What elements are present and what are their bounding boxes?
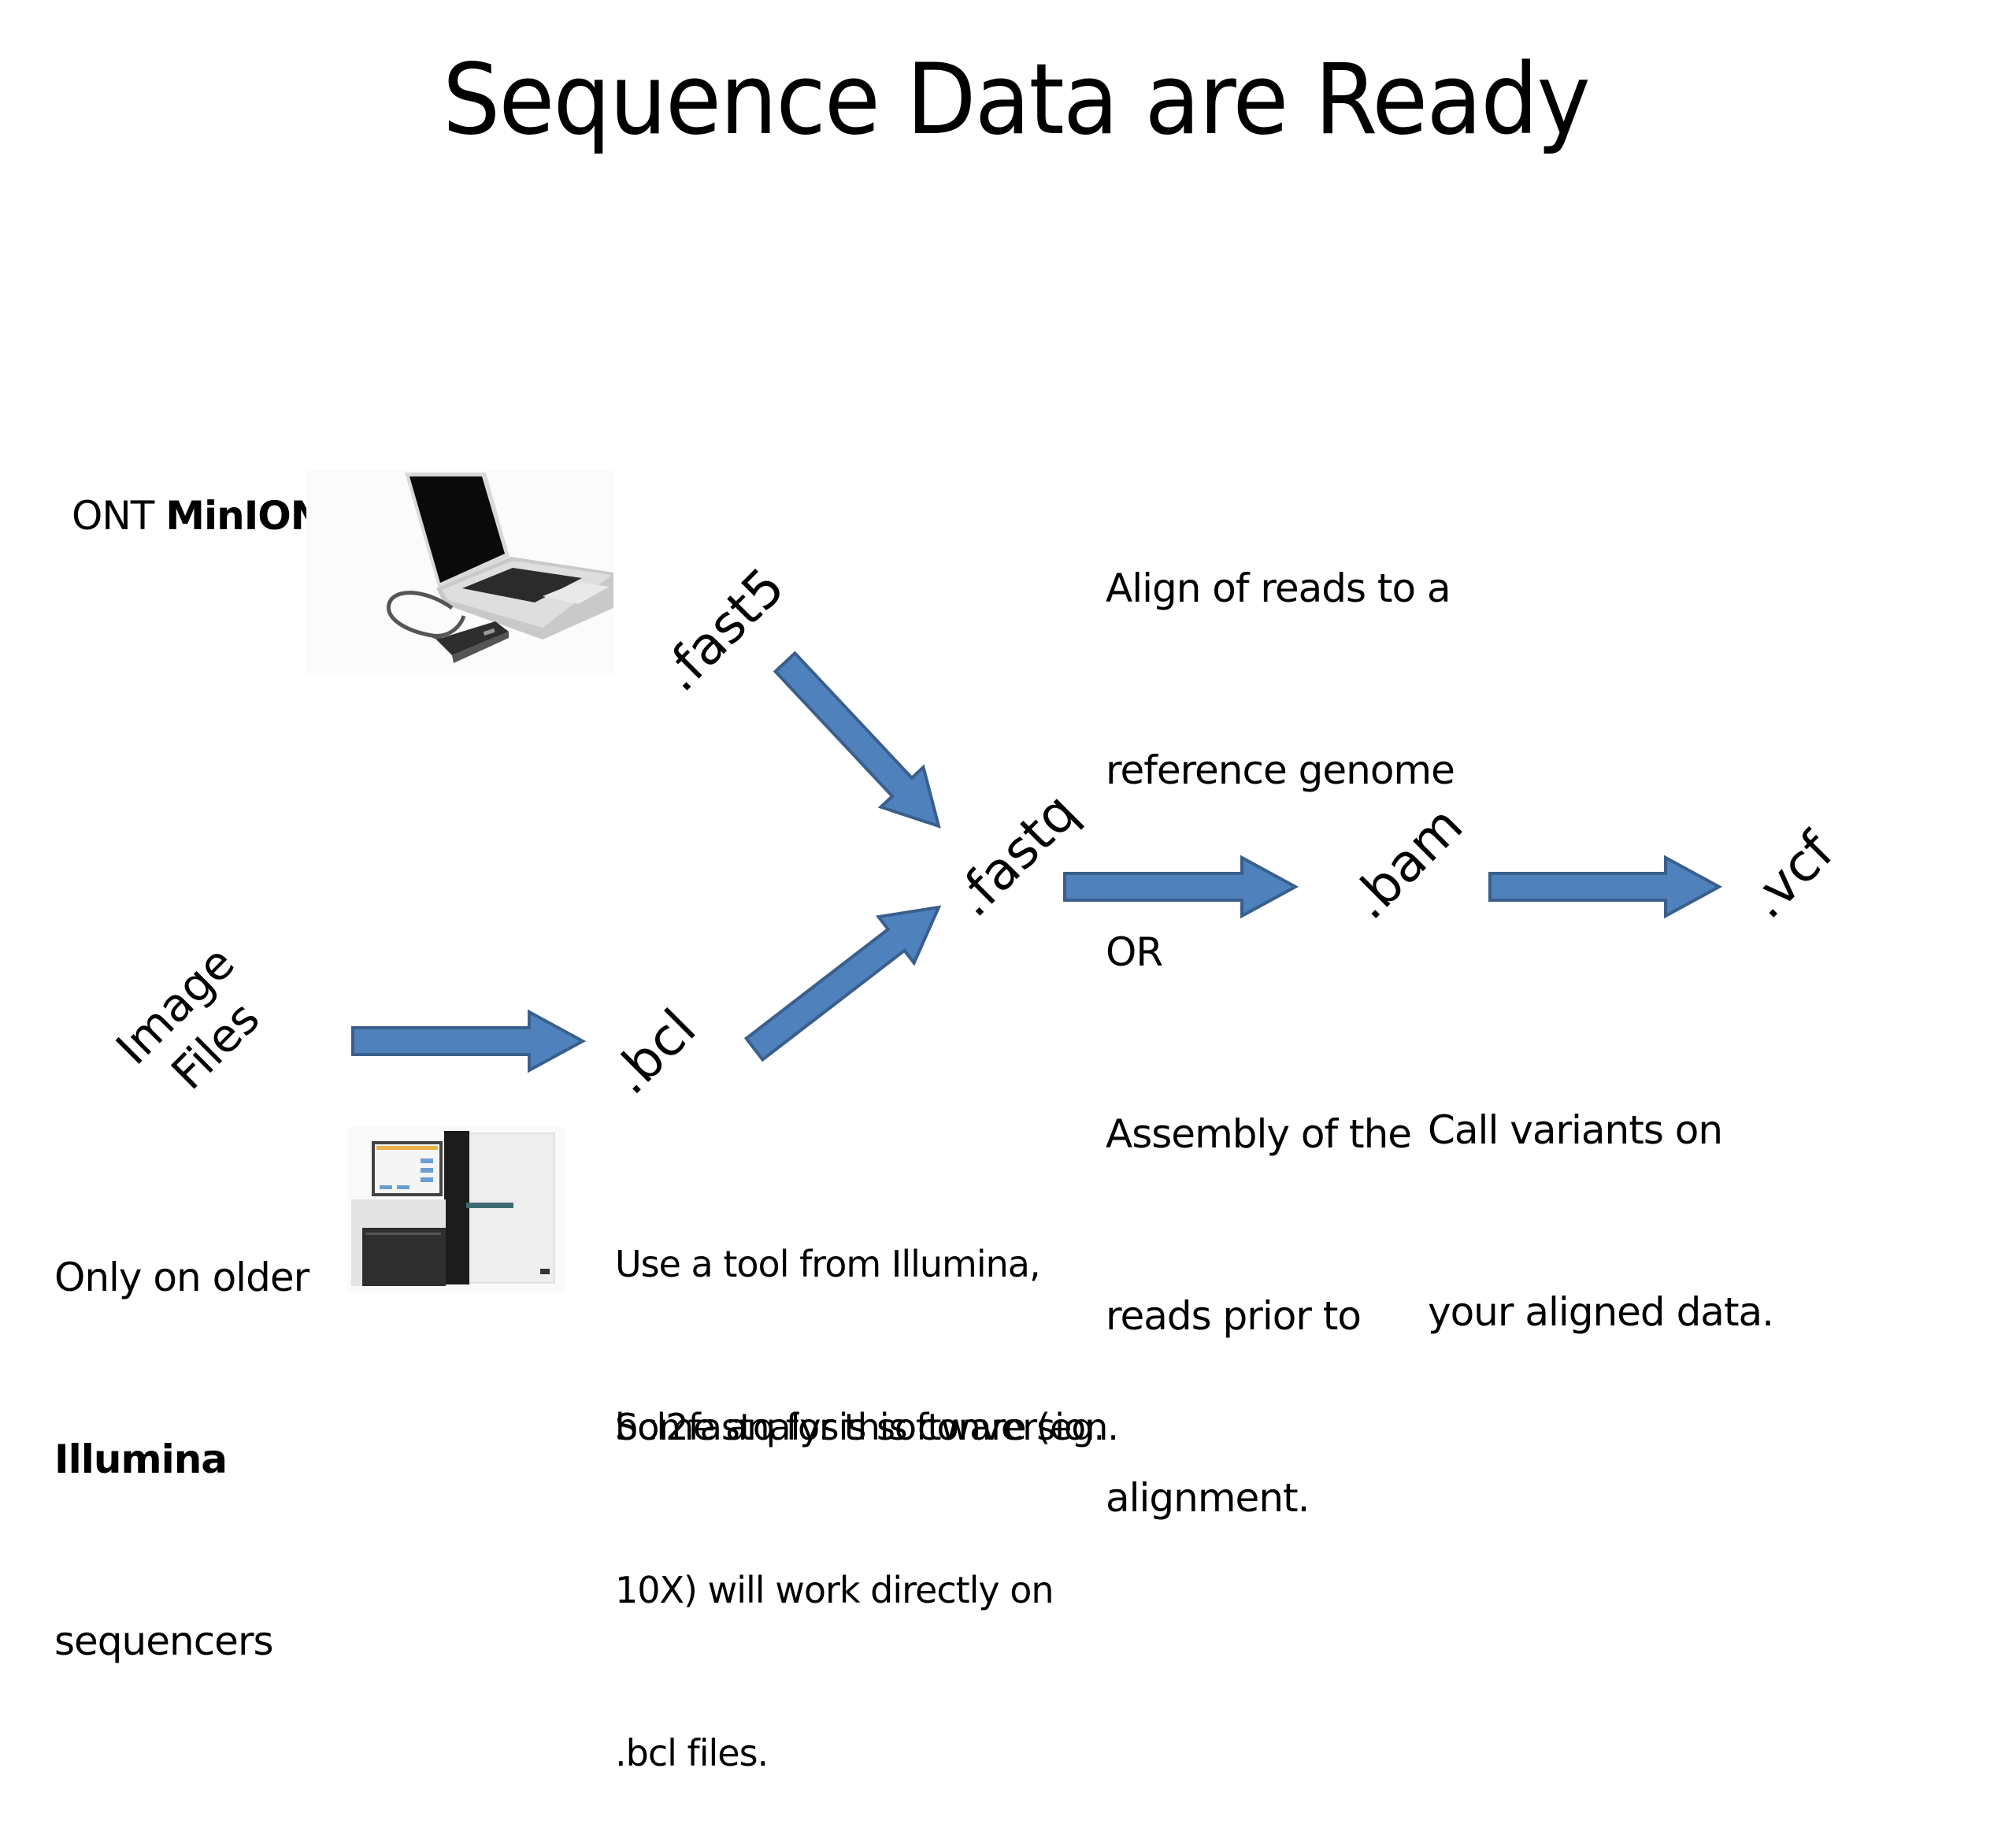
arrow-bcl-to-fastq (743, 905, 942, 1062)
minion-name: MinION (165, 493, 323, 539)
bcl-conversion-note: Use a tool from Illumina, bcl2fastq for … (615, 1129, 1119, 1509)
bcl-direct-line: .bcl files. (615, 1732, 769, 1774)
bcl-direct-line: 10X) will work directly on (615, 1569, 1054, 1611)
minion-label: ONT MinION (72, 486, 324, 547)
arrow-bam-to-vcf (1488, 854, 1723, 919)
variant-note-line: Call variants on (1428, 1107, 1723, 1153)
variant-calling-note: Call variants on your aligned data. (1428, 979, 1774, 1403)
variant-note-line: your aligned data. (1428, 1289, 1774, 1335)
alignment-note-line: alignment. (1106, 1475, 1310, 1521)
bcl-note-line: bcl2fastq for this conversion. (615, 1406, 1119, 1448)
illumina-sequencer-image (348, 1127, 565, 1292)
bcl-note-line: Use a tool from Illumina, (615, 1243, 1041, 1285)
alignment-note-line: Align of reads to a (1106, 565, 1451, 611)
alignment-note-line: reference genome (1106, 747, 1455, 793)
alignment-note-line: Assembly of the (1106, 1111, 1412, 1157)
slide-title: Sequence Data are Ready (443, 43, 1591, 157)
illumina-label: Only on older Illumina sequencers (54, 1126, 309, 1733)
sequencer-icon (348, 1127, 565, 1292)
illumina-line: sequencers (54, 1618, 274, 1664)
bcl-direct-note: Some analysis software (eg. 10X) will wo… (615, 1292, 1105, 1835)
arrow-fastq-to-bam (1063, 854, 1299, 919)
minion-laptop-image (306, 470, 613, 675)
illumina-name: Illumina (54, 1436, 228, 1482)
illumina-line: Only on older (54, 1255, 309, 1300)
arrow-fast5-to-fastq (773, 651, 941, 829)
flow-arrows (351, 651, 1723, 1073)
bcl-direct-line: Some analysis software (eg. (615, 1406, 1105, 1448)
alignment-note-line: OR (1106, 929, 1163, 975)
alignment-note: Align of reads to a reference genome OR … (1106, 437, 1455, 1589)
laptop-icon (306, 470, 613, 675)
minion-prefix: ONT (72, 493, 166, 539)
alignment-note-line: reads prior to (1106, 1293, 1362, 1339)
arrow-image_files-to-bcl (351, 1009, 587, 1073)
